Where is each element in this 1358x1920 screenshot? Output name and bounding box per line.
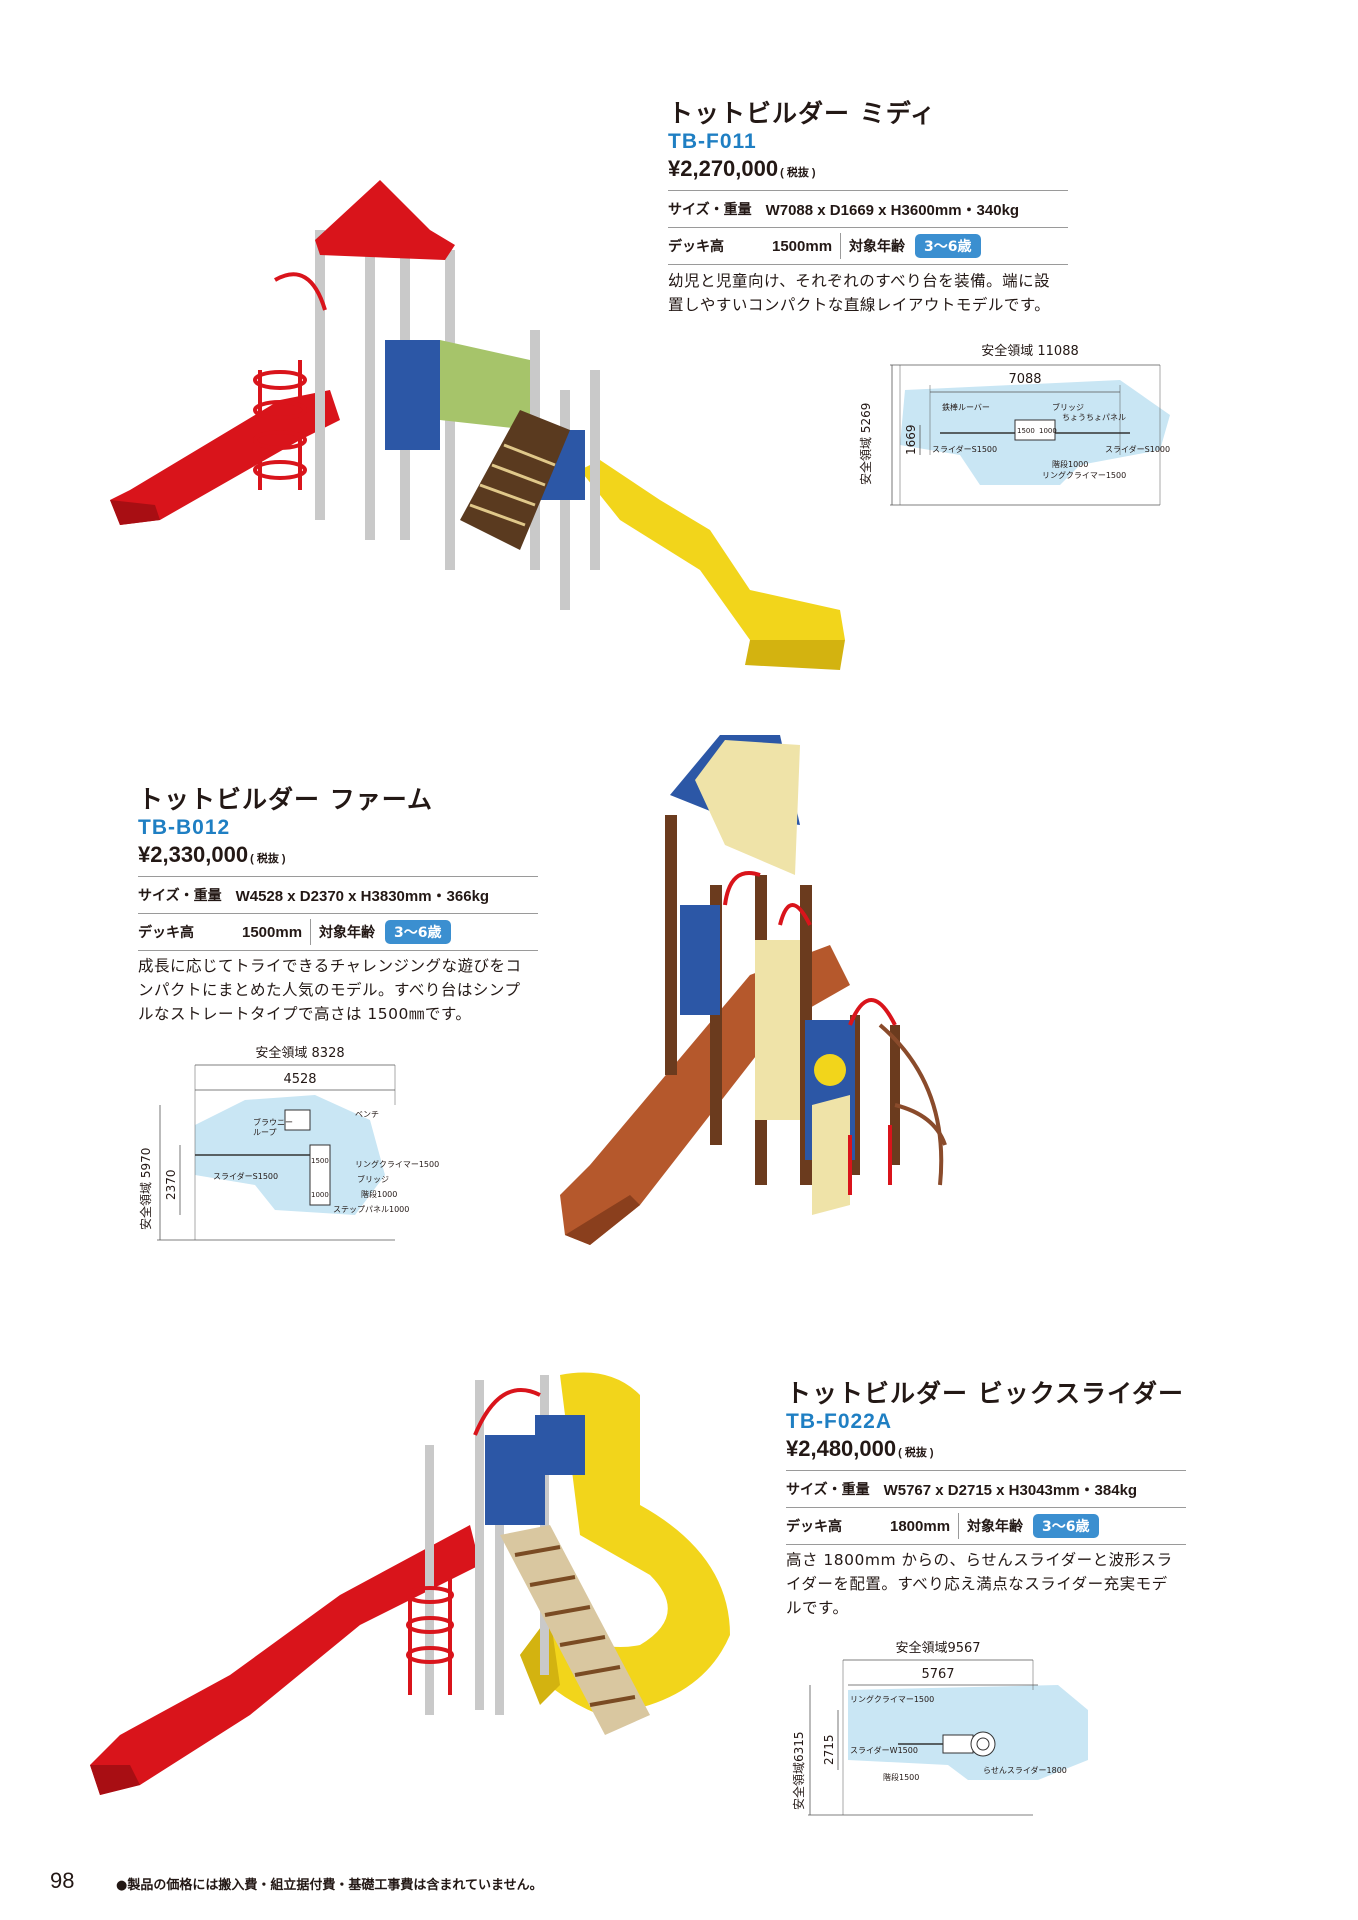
diagram-depth: 1669 [904, 424, 918, 455]
diagram-label: スライダーW1500 [850, 1745, 918, 1755]
diagram-label: ステップパネル1000 [333, 1205, 409, 1214]
spec-table: サイズ・重量 W4528 x D2370 x H3830mm・366kg デッキ… [138, 876, 538, 951]
product-name: トットビルダー ミディ [668, 99, 936, 128]
diagram-label: ちょうちょパネル [1062, 413, 1126, 422]
spec-size-row: サイズ・重量 W5767 x D2715 x H3043mm・384kg [786, 1470, 1186, 1507]
playset-bigslider-illustration [90, 1372, 730, 1795]
diagram-safety-depth: 安全領域 5970 [138, 1148, 153, 1230]
spec-size-row: サイズ・重量 W4528 x D2370 x H3830mm・366kg [138, 876, 538, 913]
spec-deck-row: デッキ高 1800mm 対象年齢 3～6歳 [786, 1507, 1186, 1545]
spec-deck-label: デッキ高 [786, 1519, 842, 1535]
diagram-label: 階段1500 [883, 1772, 919, 1782]
price-value: ¥2,480,000 [786, 1436, 897, 1461]
diagram-label: ループ [253, 1128, 277, 1137]
diagram-label: 鉄棒ルーバー [942, 402, 990, 412]
footer-note: ●製品の価格には搬入費・組立据付費・基礎工事費は含まれていません。 [116, 1878, 543, 1893]
desc-line: 幼児と児童向け、それぞれのすべり台を装備。端に設 [668, 272, 1051, 290]
spec-deck-row: デッキ高 1500mm 対象年齢 3～6歳 [138, 913, 538, 951]
spec-size-label: サイズ・重量 [668, 202, 752, 218]
diagram-label: 階段1000 [1052, 459, 1088, 469]
desc-line: ンパクトにまとめた人気のモデル。すべり台はシンプ [138, 981, 521, 999]
diagram-label: 1000 [1039, 427, 1057, 435]
playset-farm-illustration [560, 735, 947, 1245]
desc-line: ルです。 [786, 1599, 849, 1617]
diagram-label: ブリッジ [1052, 402, 1084, 412]
spec-size-row: サイズ・重量 W7088 x D1669 x H3600mm・340kg [668, 190, 1068, 227]
diagram-label: ベンチ [355, 1110, 379, 1119]
product-code: TB-F022A [786, 1410, 893, 1433]
spec-deck-value: 1800mm [890, 1517, 951, 1535]
diagram-label: スライダーS1500 [932, 444, 997, 454]
product-code: TB-F011 [668, 130, 757, 153]
spec-size-label: サイズ・重量 [786, 1482, 870, 1498]
age-badge: 3～6歳 [1033, 1514, 1099, 1538]
diagram-label: スライダーS1000 [1105, 444, 1170, 454]
desc-line: 高さ 1800mm からの、らせんスライダーと波形スラ [786, 1551, 1173, 1569]
product-description: 高さ 1800mm からの、らせんスライダーと波形スラ イダーを配置。すべり応え… [786, 1548, 1196, 1620]
spec-age-label: 対象年齢 [967, 1519, 1024, 1535]
spec-table: サイズ・重量 W7088 x D1669 x H3600mm・340kg デッキ… [668, 190, 1068, 265]
product-name: トットビルダー ビックスライダー [786, 1379, 1184, 1408]
price-value: ¥2,270,000 [668, 156, 779, 181]
tax-note: ( 税抜 ) [250, 853, 286, 865]
diagram-width: 5767 [921, 1667, 954, 1682]
diagram-width: 7088 [1008, 372, 1041, 387]
tax-note: ( 税抜 ) [780, 167, 816, 179]
spec-size-label: サイズ・重量 [138, 888, 222, 904]
spec-size-value: W4528 x D2370 x H3830mm・366kg [235, 887, 490, 905]
layout-diagram-farm: 安全領域 8328 4528 安全領域 5970 2370 ブラウニー ループ … [138, 1045, 439, 1241]
diagram-label: スライダーS1500 [213, 1171, 278, 1181]
diagram-depth: 2715 [822, 1734, 836, 1765]
product-description: 幼児と児童向け、それぞれのすべり台を装備。端に設 置しやすいコンパクトな直線レイ… [668, 269, 1078, 317]
spec-deck-value: 1500mm [772, 237, 833, 255]
divider [310, 919, 312, 945]
age-badge: 3～6歳 [385, 920, 451, 944]
tax-note: ( 税抜 ) [898, 1447, 934, 1459]
diagram-safety-width: 安全領域9567 [895, 1640, 980, 1656]
desc-line: 成長に応じてトライできるチャレンジングな遊びをコ [138, 957, 522, 975]
diagram-label: ブラウニー [253, 1117, 293, 1127]
playset-midi-illustration [110, 180, 845, 670]
diagram-label: ブリッジ [357, 1174, 389, 1184]
spec-size-value: W5767 x D2715 x H3043mm・384kg [883, 1481, 1138, 1499]
diagram-depth: 2370 [164, 1169, 178, 1200]
diagram-safety-width: 安全領域 11088 [981, 343, 1079, 359]
product-price: ¥2,270,000( 税抜 ) [668, 156, 816, 182]
diagram-label: リングクライマー1500 [355, 1159, 439, 1169]
diagram-label: 階段1000 [361, 1189, 397, 1199]
spec-table: サイズ・重量 W5767 x D2715 x H3043mm・384kg デッキ… [786, 1470, 1186, 1545]
product-description: 成長に応じてトライできるチャレンジングな遊びをコ ンパクトにまとめた人気のモデル… [138, 954, 548, 1026]
diagram-label: 1500 [311, 1157, 329, 1165]
desc-line: 置しやすいコンパクトな直線レイアウトモデルです。 [668, 296, 1051, 314]
divider [958, 1513, 960, 1539]
spec-age-label: 対象年齢 [849, 239, 906, 255]
spec-deck-row: デッキ高 1500mm 対象年齢 3～6歳 [668, 227, 1068, 265]
product-name: トットビルダー ファーム [138, 785, 433, 814]
product-code: TB-B012 [138, 816, 231, 839]
divider [840, 233, 842, 259]
layout-diagram-bigslider: 安全領域9567 5767 安全領域6315 2715 リングクライマー1500… [791, 1640, 1088, 1816]
diagram-label: リングクライマー1500 [1042, 470, 1126, 480]
diagram-label: 1000 [311, 1191, 329, 1199]
desc-line: イダーを配置。すべり応え満点なスライダー充実モデ [786, 1575, 1168, 1593]
diagram-safety-depth: 安全領域6315 [791, 1731, 806, 1810]
diagram-label: リングクライマー1500 [850, 1694, 934, 1704]
desc-line: ルなストレートタイプで高さは 1500㎜です。 [138, 1005, 472, 1023]
spec-deck-value: 1500mm [242, 923, 303, 941]
product-price: ¥2,480,000( 税抜 ) [786, 1436, 934, 1462]
diagram-safety-depth: 安全領域 5269 [858, 403, 873, 485]
spec-age-label: 対象年齢 [319, 925, 376, 941]
diagram-width: 4528 [283, 1072, 316, 1087]
spec-size-value: W7088 x D1669 x H3600mm・340kg [765, 201, 1020, 219]
price-value: ¥2,330,000 [138, 842, 249, 867]
page-number: 98 [50, 1868, 75, 1893]
product-price: ¥2,330,000( 税抜 ) [138, 842, 286, 868]
spec-deck-label: デッキ高 [668, 239, 724, 255]
diagram-safety-width: 安全領域 8328 [255, 1045, 344, 1061]
diagram-label: らせんスライダー1800 [983, 1765, 1067, 1775]
age-badge: 3～6歳 [915, 234, 981, 258]
diagram-label: 1500 [1017, 427, 1035, 435]
layout-diagram-midi: 安全領域 11088 7088 安全領域 5269 1669 鉄棒ルーバー ブリ… [858, 343, 1170, 506]
spec-deck-label: デッキ高 [138, 925, 194, 941]
